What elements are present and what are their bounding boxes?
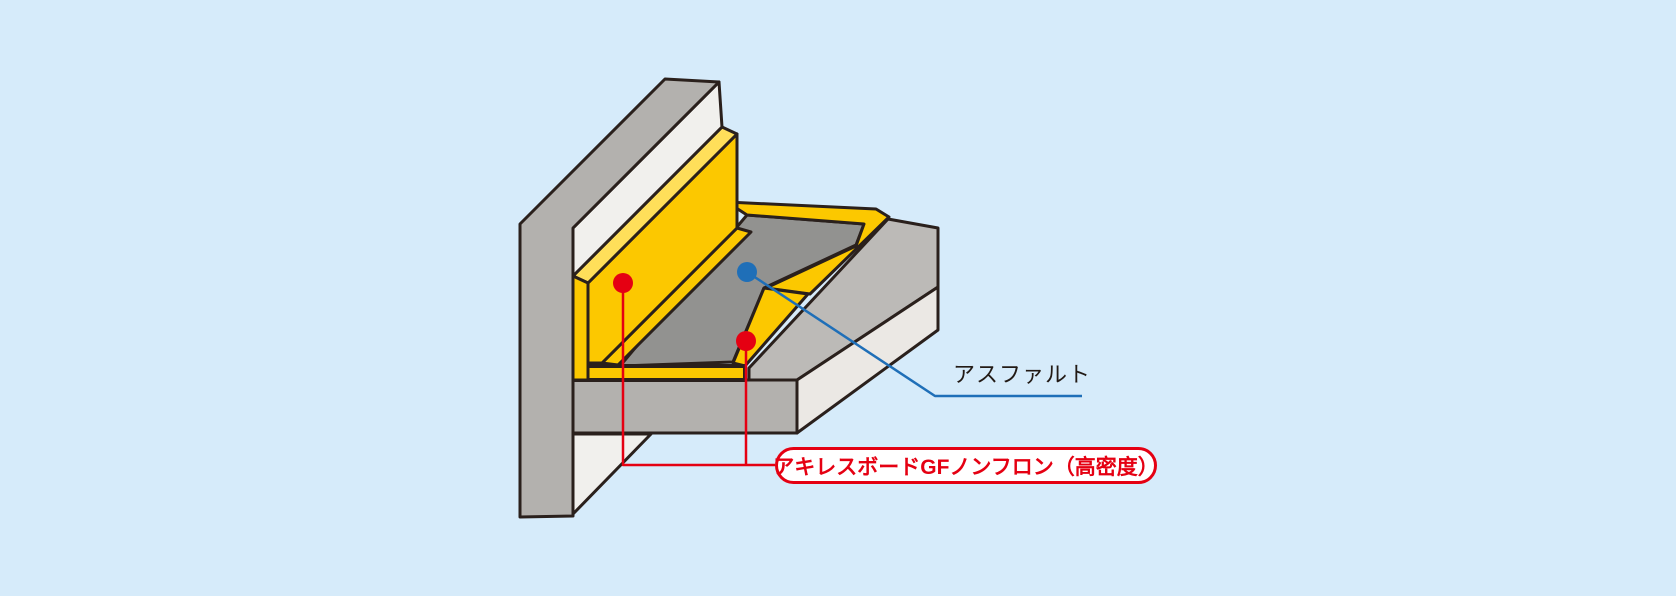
board-product-label-text: アキレスボードGFノンフロン（高密度）: [773, 455, 1159, 479]
asphalt-label: アスファルト: [952, 362, 1091, 387]
floor-slab-section-face: [571, 378, 799, 435]
wall-outer-face: [518, 77, 721, 519]
wall-below-slab-face: [571, 432, 653, 516]
asphalt-leader-line: [746, 270, 1082, 398]
board-leader-line: [621, 283, 775, 467]
wall-insulation-board-section: [571, 274, 590, 382]
asphalt-marker-dot: [737, 262, 757, 282]
board-marker-dot-wall: [613, 273, 633, 293]
board-product-label: アキレスボードGFノンフロン（高密度）: [773, 447, 1159, 484]
roof-insulation-section-bar: [571, 364, 747, 382]
board-marker-dot-floor: [736, 331, 756, 351]
